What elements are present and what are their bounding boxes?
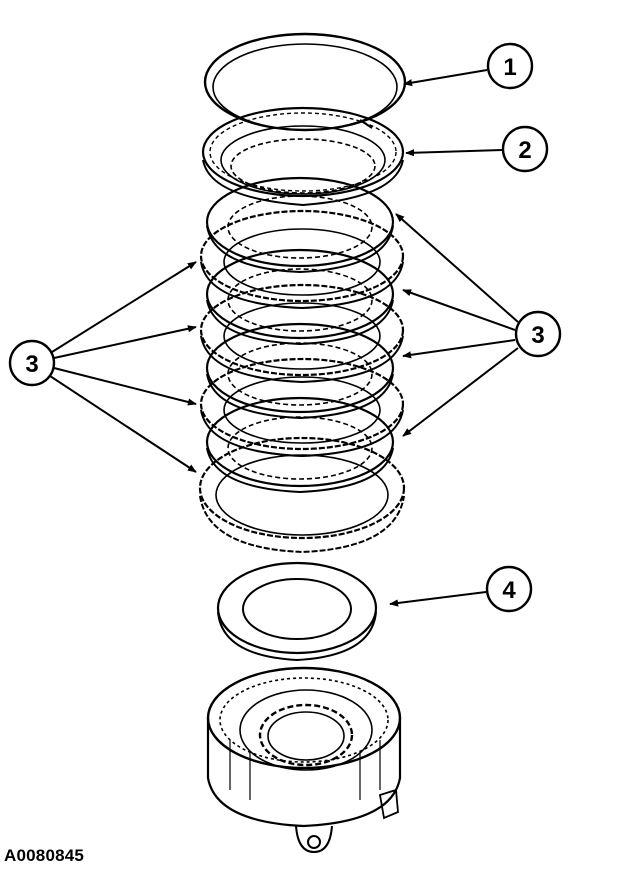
callout-1: 1 bbox=[403, 42, 534, 90]
callout-3-left: 3 bbox=[8, 261, 197, 473]
callout-3-right-label: 3 bbox=[531, 322, 544, 349]
callout-2: 2 bbox=[405, 125, 549, 173]
callout-4: 4 bbox=[389, 565, 533, 613]
callout-1-label: 1 bbox=[503, 54, 516, 81]
callout-4-label: 4 bbox=[502, 577, 516, 604]
callout-3-right: 3 bbox=[395, 213, 562, 437]
clutch-drum-housing bbox=[206, 666, 402, 854]
snap-ring-part bbox=[203, 32, 407, 132]
pressure-plate-part bbox=[201, 106, 405, 207]
callout-3-left-label: 3 bbox=[25, 351, 38, 378]
clutch-plate-stack bbox=[198, 176, 406, 554]
figure-id-label: A0080845 bbox=[4, 846, 85, 865]
callout-2-label: 2 bbox=[518, 137, 531, 164]
wave-spring-part bbox=[216, 561, 378, 662]
